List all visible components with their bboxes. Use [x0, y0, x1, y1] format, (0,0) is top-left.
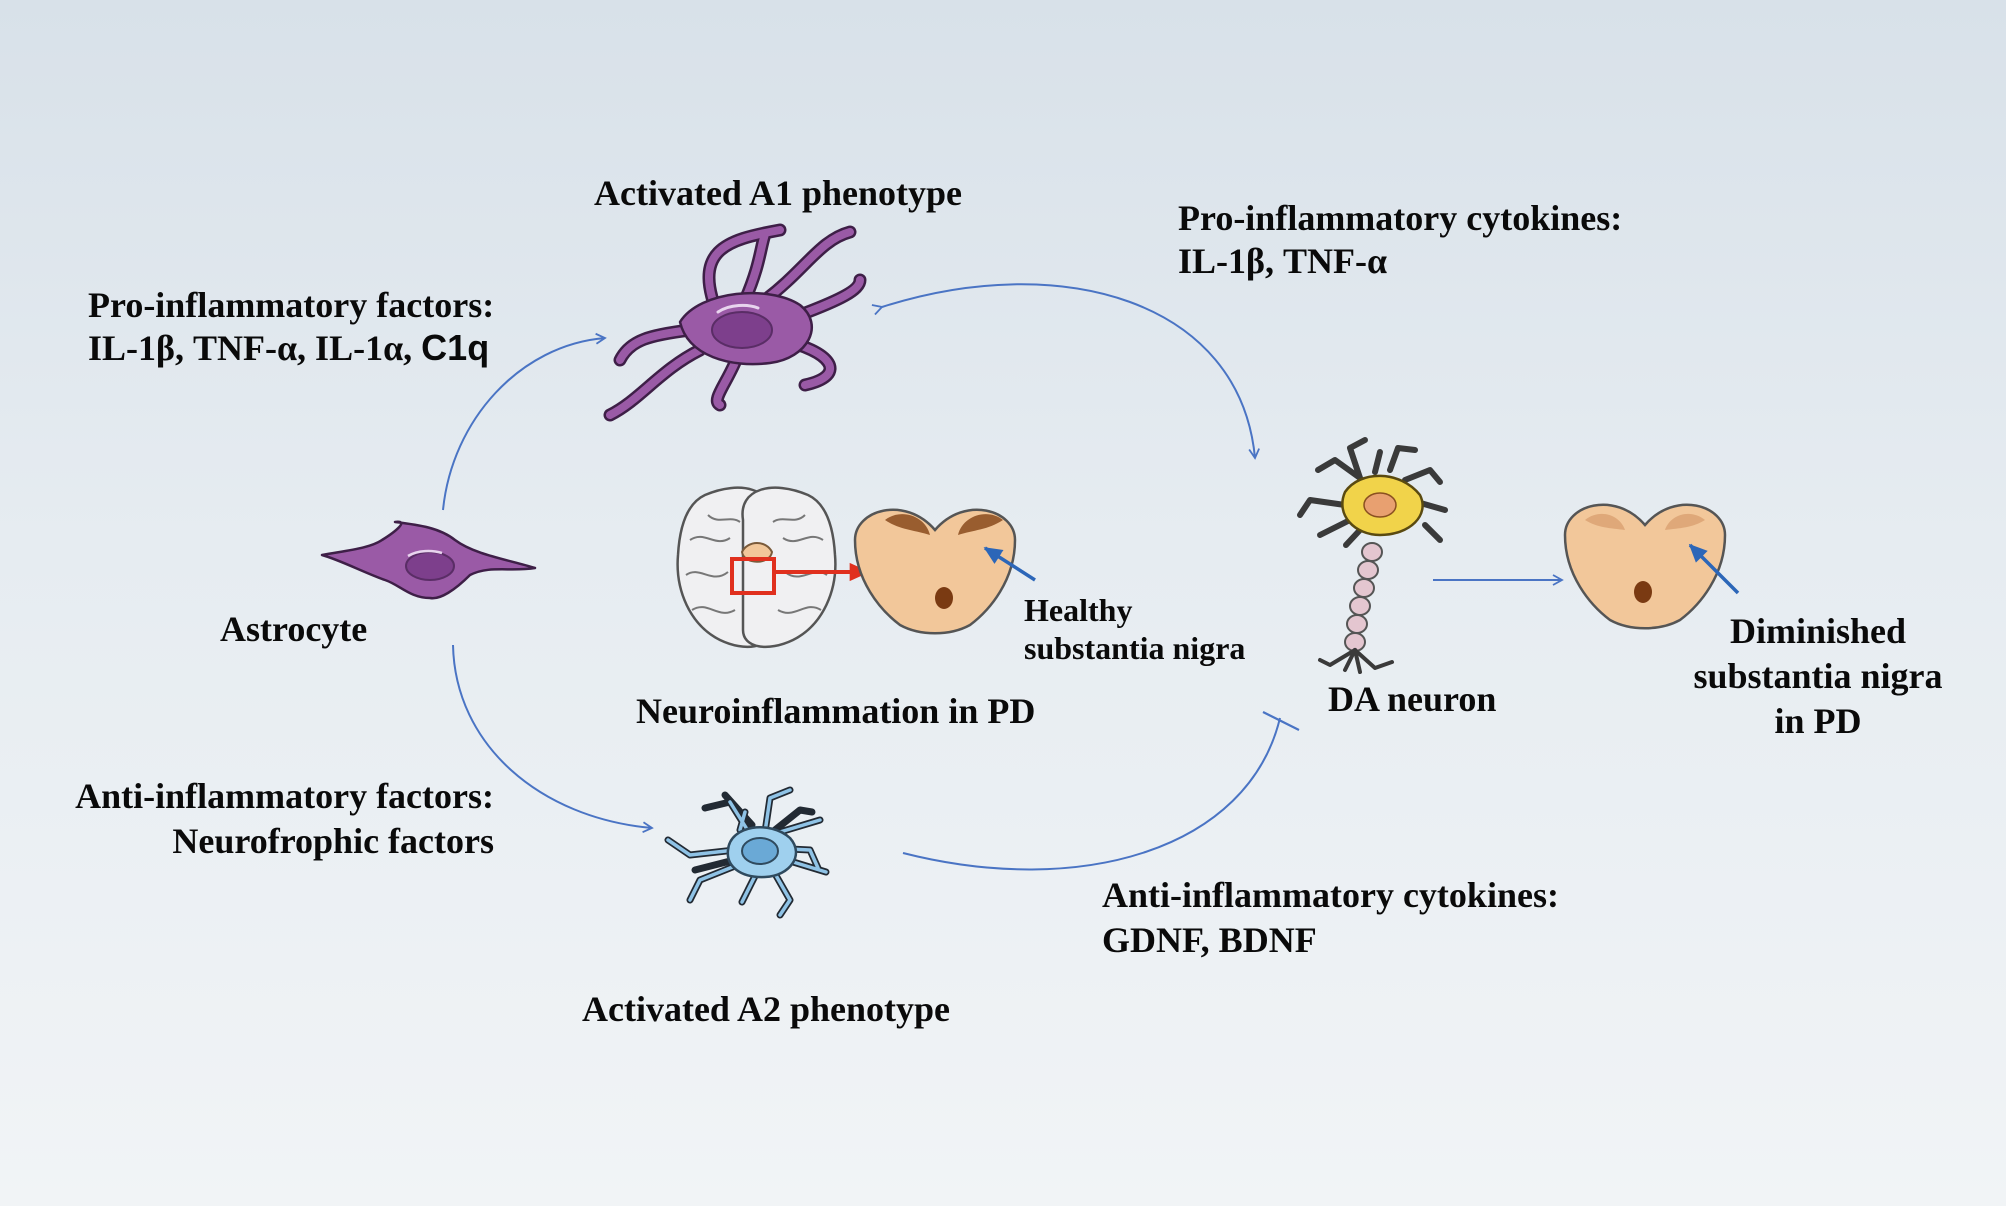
anti-factors-title: Anti-inflammatory factors:: [75, 776, 494, 816]
astrocyte-label: Astrocyte: [220, 609, 368, 649]
diminished-label-line1: Diminished: [1729, 611, 1907, 651]
da-neuron-label: DA neuron: [1328, 679, 1497, 719]
pro-factors-list-text: IL-1β, TNF-α, IL-1α,: [88, 328, 422, 368]
pro-factors-c1q: C1q: [421, 327, 490, 368]
inhibition-bar: [1262, 711, 1300, 731]
healthy-sn-icon: [853, 508, 1017, 635]
pro-factors-list: IL-1β, TNF-α, IL-1α, C1q: [88, 325, 489, 371]
healthy-sn-pointer: [983, 546, 1036, 582]
anti-cytokines-title: Anti-inflammatory cytokines:: [1102, 875, 1559, 915]
diminished-label-line2: substantia nigra: [1693, 656, 1943, 696]
brain-icon: [676, 486, 837, 648]
diminished-sn-icon: [1563, 503, 1727, 630]
diminished-label-line3: in PD: [1774, 701, 1862, 741]
a2-astrocyte-icon: [664, 786, 830, 919]
arrow-a1-da-bidirectional: [871, 283, 1260, 460]
a2-phenotype-label: Activated A2 phenotype: [582, 989, 950, 1029]
arrow-astrocyte-to-a1: [442, 332, 607, 511]
resting-astrocyte-icon: [320, 520, 537, 600]
pro-cytokines-title: Pro-inflammatory cytokines:: [1178, 198, 1623, 238]
sn-highlight-box: [730, 557, 776, 595]
inhibition-a2-to-da: [902, 717, 1281, 871]
diminished-sn-pointer: [1688, 543, 1740, 595]
pro-factors-title: Pro-inflammatory factors:: [88, 285, 495, 325]
a1-astrocyte-icon: [603, 223, 867, 422]
arrow-astrocyte-to-a2: [452, 644, 654, 833]
da-neuron-icon: [1297, 437, 1448, 674]
anti-cytokines-list: GDNF, BDNF: [1102, 920, 1317, 960]
anti-factors-list: Neurofrophic factors: [172, 821, 494, 861]
neuroinflammation-label: Neuroinflammation in PD: [636, 691, 1036, 731]
healthy-sn-label-line2: substantia nigra: [1024, 630, 1246, 666]
a1-phenotype-label: Activated A1 phenotype: [594, 173, 962, 213]
pro-cytokines-list: IL-1β, TNF-α: [1178, 241, 1388, 281]
healthy-sn-label-line1: Healthy: [1024, 592, 1133, 628]
